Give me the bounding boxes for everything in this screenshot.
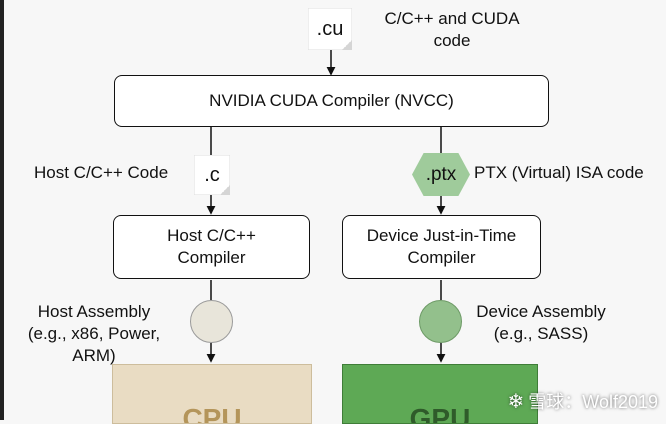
host-compiler-box: Host C/C++ Compiler <box>113 215 310 279</box>
left-edge <box>0 0 4 420</box>
c-file-label: .c <box>204 163 220 186</box>
gpu-label: GPU <box>409 403 471 424</box>
nvcc-label: NVIDIA CUDA Compiler (NVCC) <box>209 91 454 110</box>
host-assembly-line2: (e.g., x86, Power, <box>27 324 161 343</box>
ptx-file-label: .ptx <box>425 163 457 185</box>
device-compiler-line2: Compiler <box>407 248 476 267</box>
cu-description: C/C++ and CUDA code <box>372 8 532 52</box>
device-compiler-line1: Device Just-in-Time <box>366 226 517 245</box>
cu-description-line2: code <box>433 31 471 50</box>
gpu-block: GPU <box>342 364 538 424</box>
device-assembly-line2: (e.g., SASS) <box>493 324 589 343</box>
ptx-hexagon: .ptx <box>412 153 470 196</box>
cpu-block: CPU <box>112 364 312 424</box>
host-assembly-label: Host Assembly (e.g., x86, Power, ARM) <box>14 301 174 367</box>
host-code-label: Host C/C++ Code <box>34 163 169 182</box>
host-assembly-line3: ARM) <box>72 346 116 365</box>
device-assembly-circle <box>419 300 462 343</box>
nvcc-box: NVIDIA CUDA Compiler (NVCC) <box>114 75 549 127</box>
ptx-label: PTX (Virtual) ISA code <box>474 163 644 182</box>
watermark-text: 雪球：Wolf2019 <box>528 392 658 412</box>
device-compiler-box: Device Just-in-Time Compiler <box>342 215 541 279</box>
snowball-logo-icon: ❄ <box>507 390 525 413</box>
device-assembly-label: Device Assembly (e.g., SASS) <box>466 301 616 345</box>
c-file-icon: .c <box>194 155 230 195</box>
cpu-label: CPU <box>182 403 242 424</box>
host-compiler-line1: Host C/C++ <box>167 226 256 245</box>
cu-file-label: .cu <box>316 17 344 40</box>
cu-description-line1: C/C++ and CUDA <box>384 9 520 28</box>
host-assembly-line1: Host Assembly <box>37 302 151 321</box>
watermark: ❄ 雪球：Wolf2019 <box>508 388 658 414</box>
cu-file-icon: .cu <box>308 8 352 50</box>
device-assembly-line1: Device Assembly <box>476 302 606 321</box>
host-compiler-line2: Compiler <box>177 248 246 267</box>
host-assembly-circle <box>190 300 233 343</box>
